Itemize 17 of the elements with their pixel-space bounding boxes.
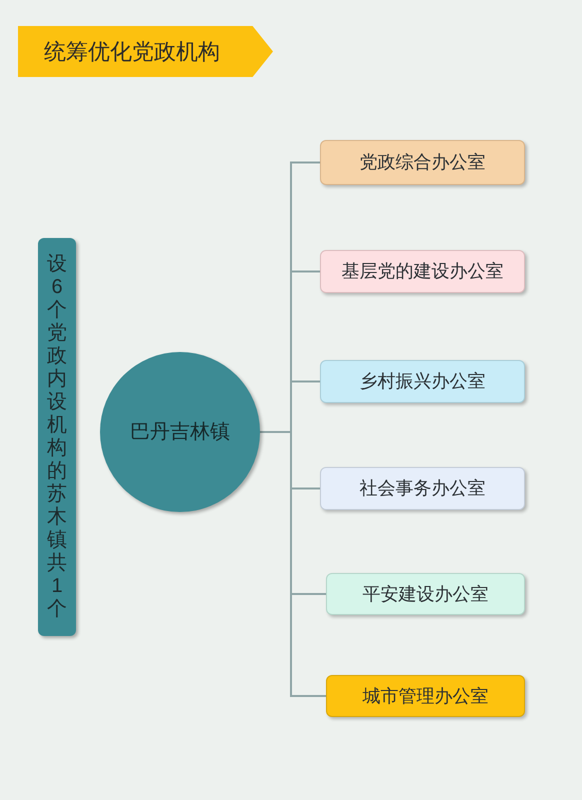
office-box — [320, 467, 525, 510]
node-label: 基层党的建设办公室 — [342, 260, 504, 283]
node-label: 平安建设办公室 — [362, 582, 488, 606]
vertical-label: 设6个党政内设机构的苏木镇共1个 — [47, 253, 67, 621]
connector-line — [260, 431, 326, 697]
node-label: 城市管理办公室 — [362, 684, 488, 708]
node-label: 社会事务办公室 — [360, 477, 486, 500]
office-box — [320, 250, 525, 293]
label-panel — [38, 238, 76, 636]
node-label: 党政综合办公室 — [360, 151, 486, 174]
office-box — [326, 675, 525, 717]
title-banner: 统筹优化党政机构 — [18, 26, 273, 77]
node-label: 乡村振兴办公室 — [360, 370, 486, 393]
office-box — [320, 360, 525, 403]
office-box — [326, 573, 525, 615]
node-label: 巴丹吉林镇 — [130, 420, 230, 445]
office-box — [320, 140, 525, 185]
